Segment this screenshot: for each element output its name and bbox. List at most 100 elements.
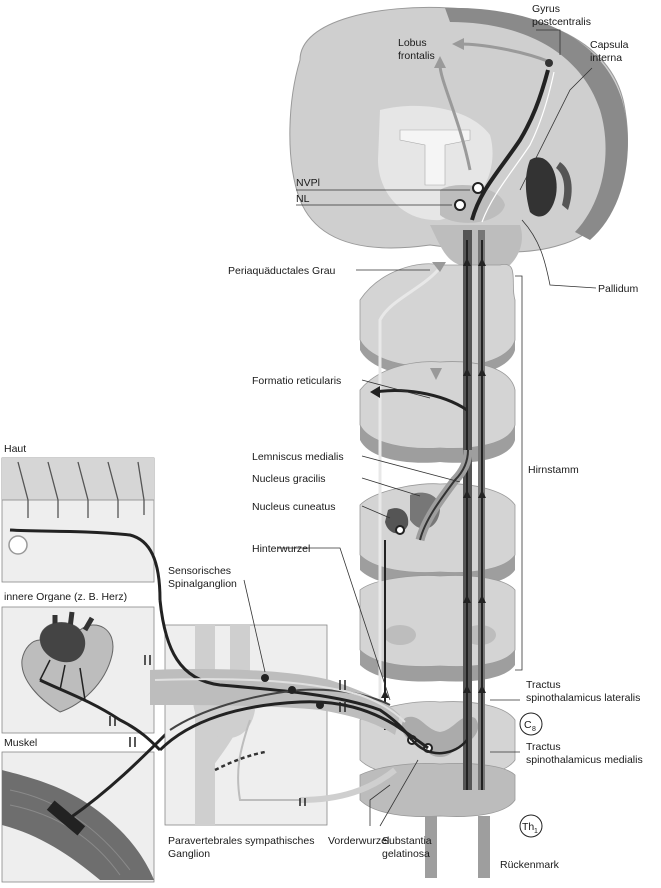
spinal-cord [359, 230, 516, 878]
heart-nerve-branch [39, 659, 86, 701]
label-lemniscus: Lemniscus medialis [252, 451, 344, 463]
hirnstamm-bracket [515, 275, 523, 671]
arrow-frontal-lobe [452, 38, 464, 50]
label-lobus-2: frontalis [398, 50, 435, 62]
brainstem-slice-2-side [360, 425, 515, 463]
label-spinalganglion-1: Sensorisches [168, 565, 231, 577]
cortex-dark-band [445, 7, 628, 241]
label-paravertebral-2: Ganglion [168, 848, 210, 860]
label-cuneatus: Nucleus cuneatus [252, 501, 335, 513]
label-muskel: Muskel [4, 737, 37, 749]
synapse-gyrus [545, 59, 553, 67]
label-c8: C [524, 719, 532, 731]
label-substantia-2: gelatinosa [382, 848, 430, 860]
spinal-cord-column-right [478, 816, 490, 878]
label-capsula-1: Capsula [590, 39, 629, 51]
label-gyrus-1: Gyrus [532, 3, 560, 15]
formatio-reticularis-fiber [375, 389, 468, 412]
thalamus [440, 185, 505, 223]
label-lobus-1: Lobus [398, 37, 427, 49]
putamen [525, 157, 557, 217]
fiber-to-frontal-lobe [459, 42, 551, 64]
pallidum-shape [556, 162, 572, 210]
label-nvpl: NVPl [296, 177, 320, 189]
label-tr-med-2: spinothalamicus medialis [526, 754, 643, 766]
descending-arrow-1 [432, 262, 446, 272]
ascending-arrows [463, 258, 486, 693]
label-rueckenmark: Rückenmark [500, 859, 560, 871]
label-formatio: Formatio reticularis [252, 375, 341, 387]
c8-circle [519, 712, 543, 736]
brainstem-slices [359, 263, 516, 682]
fiber-to-frontal-2 [438, 64, 472, 171]
descending-modulation-path [378, 268, 440, 720]
olive-left [384, 625, 416, 645]
label-capsula-2: interna [590, 52, 622, 64]
skin-receptor [8, 535, 28, 555]
spinal-nerve [109, 599, 429, 806]
label-tr-lat-2: spinothalamicus lateralis [526, 692, 640, 704]
spinal-segment-th1 [359, 763, 516, 817]
thalamocortical-fiber-1 [470, 69, 550, 221]
crossing-fiber [411, 739, 468, 755]
synapse-cuneatus [395, 525, 405, 535]
skin-surface [2, 458, 154, 500]
spinal-ganglion-cell-3 [316, 701, 324, 709]
label-periaquaeductales: Periaquäductales Grau [228, 265, 336, 277]
grey-ramus [237, 719, 300, 801]
label-c8-sub: 8 [532, 726, 536, 733]
formatio-arrow [370, 386, 380, 398]
spinal-segment-c8-grey [401, 716, 479, 757]
medulla-slice-2 [359, 575, 516, 667]
label-vorderwurzel: Vorderwurzel [328, 835, 389, 847]
rising-arrow [381, 690, 389, 698]
medulla-slice-2-side [360, 650, 515, 682]
muscle-nerve [69, 728, 172, 820]
skin-nerve [9, 528, 162, 601]
ventricle [399, 129, 471, 186]
text-labels: Gyrus postcentralis Lobus frontalis Caps… [4, 3, 643, 871]
synapse-nl [454, 199, 466, 211]
muscle-spindle [46, 800, 86, 836]
label-gyrus-2: postcentralis [532, 16, 591, 28]
ventral-root [299, 767, 397, 803]
spinal-nerve-sheath [150, 669, 400, 735]
label-hirnstamm: Hirnstamm [528, 464, 579, 476]
label-hinterwurzel: Hinterwurzel [252, 543, 310, 555]
label-gracilis: Nucleus gracilis [252, 473, 326, 485]
sympathetic-ganglion-panel [164, 624, 328, 826]
afferent-fiber-organ [158, 700, 429, 752]
label-substantia-1: Substantia [382, 835, 432, 847]
spinal-ganglion-cell-1 [261, 674, 269, 682]
label-organe: innere Organe (z. B. Herz) [4, 591, 127, 603]
muscle-panel [1, 728, 172, 883]
spinal-ganglion-cell-2 [288, 686, 296, 694]
label-spinalganglion-2: Spinalganglion [168, 578, 237, 590]
heart-dark-region [40, 622, 86, 663]
afferent-fiber-skin [158, 599, 414, 741]
label-haut: Haut [4, 443, 26, 455]
slice-2-notch [430, 368, 442, 380]
heart-nerve [39, 678, 162, 752]
label-th1-sub: 1 [534, 828, 538, 835]
label-th1: Th [522, 821, 534, 833]
arrow-frontal-2 [434, 56, 446, 68]
afferent-fiber-muscle [169, 688, 391, 731]
lemniscus-medialis-core [419, 449, 469, 541]
label-tr-lat-1: Tractus [526, 679, 561, 691]
thalamocortical-fiber-2 [481, 71, 555, 223]
th1-circle [519, 814, 543, 838]
organ-panel [1, 606, 162, 752]
brain-section [289, 6, 628, 265]
label-paravertebral-1: Paravertebrales sympathisches [168, 835, 314, 847]
leader-lines [243, 29, 597, 838]
brainstem-top [430, 225, 522, 265]
label-nl: NL [296, 193, 310, 205]
label-pallidum: Pallidum [598, 283, 639, 295]
dashed-fiber [214, 750, 266, 772]
efferent-fiber-light [154, 678, 406, 723]
haut-panel [1, 457, 162, 601]
spinal-cord-column-left [425, 816, 437, 878]
hair-follicles [17, 461, 145, 518]
